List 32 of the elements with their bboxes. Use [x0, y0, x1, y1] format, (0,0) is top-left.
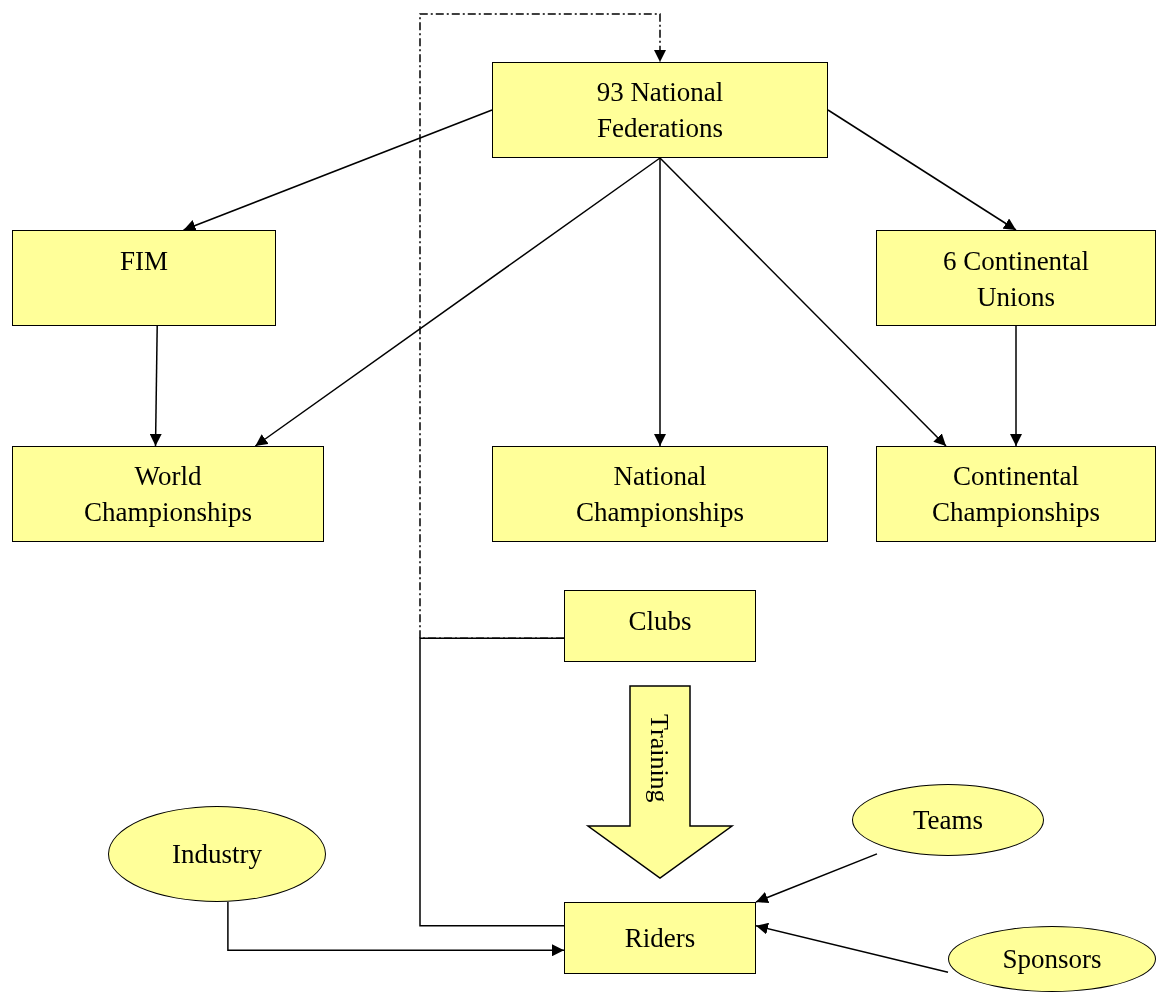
node-label: 93 National Federations [595, 76, 725, 145]
process-box [564, 902, 756, 974]
node-label: World Championships [83, 460, 253, 529]
arrow [149, 325, 162, 447]
arrow [755, 922, 949, 973]
arrow [182, 109, 493, 232]
arrow [755, 853, 878, 904]
process-box [564, 590, 756, 662]
arrow [1010, 325, 1022, 447]
node-label: Teams [912, 804, 984, 837]
node-label: Industry [172, 838, 262, 871]
node-label: Continental Championships [931, 460, 1101, 529]
arrow [254, 157, 661, 447]
node-label: Sponsors [1002, 943, 1102, 976]
node-label: Riders [624, 922, 696, 955]
arrow [659, 157, 947, 447]
block-arrow [585, 685, 735, 879]
process-box [876, 230, 1156, 326]
arrow [419, 13, 666, 639]
process-box [492, 446, 828, 542]
node-label: 6 Continental Unions [941, 245, 1091, 314]
node-label: National Championships [575, 460, 745, 529]
process-box [12, 230, 276, 326]
arrow [827, 109, 1017, 231]
node-label: FIM [120, 245, 168, 278]
node-label: Clubs [628, 605, 692, 638]
process-box [876, 446, 1156, 542]
edge-label: Training [646, 714, 672, 803]
arrow [654, 157, 666, 447]
process-box [12, 446, 324, 542]
arrow [227, 901, 565, 957]
process-box [492, 62, 828, 158]
